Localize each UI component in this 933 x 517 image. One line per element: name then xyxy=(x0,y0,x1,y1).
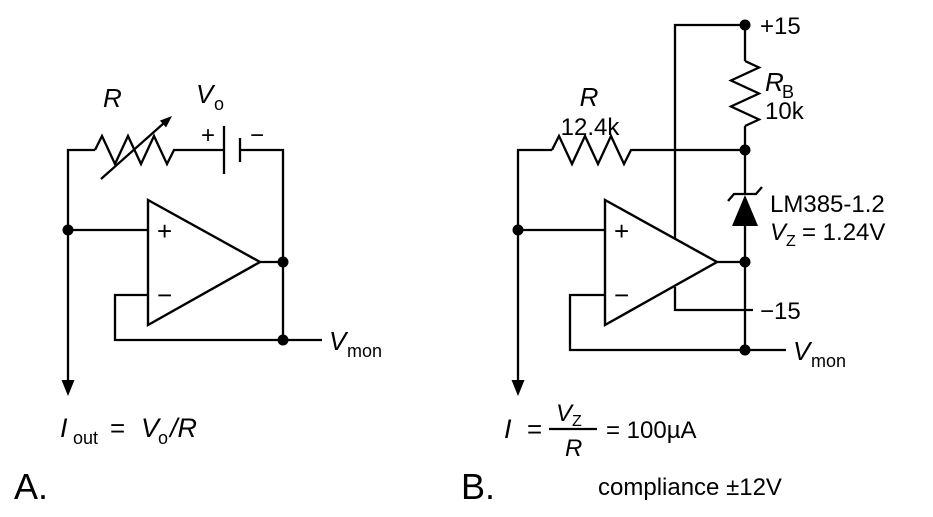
opamp-minus-sign-a: − xyxy=(157,280,172,310)
resistor-r-b xyxy=(550,133,745,167)
node-dot xyxy=(739,256,751,268)
current-out-arrow-icon-b xyxy=(511,380,525,396)
opamp-plus-sign-a: + xyxy=(157,216,172,246)
label-rb-value: 10k xyxy=(765,98,805,125)
wire-battery-to-output-a xyxy=(240,148,285,340)
resistor-rb xyxy=(728,59,762,128)
node-dot xyxy=(277,256,289,268)
formula-a-over-r: /R xyxy=(168,413,197,443)
node-dot xyxy=(739,19,751,31)
label-vz: V xyxy=(770,219,788,246)
label-supply-neg-b: −15 xyxy=(760,298,801,325)
wire-feedback-a xyxy=(113,293,283,342)
label-supply-pos-b: +15 xyxy=(760,13,801,40)
label-battery-minus-a: − xyxy=(250,122,264,149)
label-resistor-value-b: 12.4k xyxy=(561,114,621,141)
label-resistor-a: R xyxy=(103,83,122,113)
formula-b-den: R xyxy=(565,435,582,462)
formula-b-num-v: V xyxy=(556,400,574,427)
panel-label-b: B. xyxy=(461,466,495,507)
node-dot xyxy=(739,344,751,356)
panel-label-a: A. xyxy=(14,466,48,507)
panel-a: R V o + − + − V mon I out = V o /R A. xyxy=(14,79,382,507)
formula-a-i: I xyxy=(60,413,68,443)
wire-negative-supply-b xyxy=(673,287,753,312)
zener-cathode-bar xyxy=(727,186,763,202)
label-vmon-b: V xyxy=(793,336,813,366)
label-source-v-a: V xyxy=(196,79,216,109)
formula-b-num-sub: Z xyxy=(572,413,582,430)
resistor-r-a xyxy=(93,133,224,167)
formula-b-result: = 100µA xyxy=(606,417,697,444)
formula-a-i-sub: out xyxy=(73,428,98,448)
opamp-plus-sign-b: + xyxy=(614,216,629,246)
panel-b: R 12.4k +15 R B 10k LM385-1.2 V Z = 1.24… xyxy=(461,13,885,507)
label-vmon-a: V xyxy=(329,326,349,356)
wire-positive-supply-b xyxy=(673,23,747,239)
wire-left-rail-b xyxy=(516,148,552,382)
label-vmon-sub-a: mon xyxy=(347,341,382,361)
opamp-minus-sign-b: − xyxy=(614,280,629,310)
formula-a-equals: = xyxy=(110,413,125,443)
label-source-v-sub-a: o xyxy=(214,94,224,114)
node-dot xyxy=(277,334,289,346)
variable-resistor-arrow-a xyxy=(100,122,165,180)
wire-left-rail-a xyxy=(66,148,95,382)
label-zener-name: LM385-1.2 xyxy=(770,191,885,218)
formula-b-i: I xyxy=(504,414,512,444)
node-dot xyxy=(512,224,524,236)
current-out-arrow-icon-a xyxy=(61,380,75,396)
label-resistor-b: R xyxy=(580,82,599,112)
label-vz-value: = 1.24V xyxy=(802,219,885,246)
label-vmon-sub-b: mon xyxy=(811,351,846,371)
label-compliance: compliance ±12V xyxy=(598,474,782,501)
opamp-a xyxy=(146,197,263,328)
formula-a-v: V xyxy=(141,413,162,443)
variable-resistor-arrowhead-icon-a xyxy=(159,116,172,128)
opamp-b xyxy=(603,197,720,328)
formula-a-v-sub: o xyxy=(158,428,168,448)
zener-lm385-triangle xyxy=(732,195,758,226)
label-rb: R xyxy=(765,67,784,97)
node-dot xyxy=(62,224,74,236)
label-rb-sub: B xyxy=(782,82,794,102)
label-vz-sub: Z xyxy=(786,233,796,250)
label-battery-plus-a: + xyxy=(201,122,215,149)
node-dot xyxy=(739,144,751,156)
wire-feedback-b xyxy=(568,293,745,352)
formula-b-equals: = xyxy=(527,414,542,444)
